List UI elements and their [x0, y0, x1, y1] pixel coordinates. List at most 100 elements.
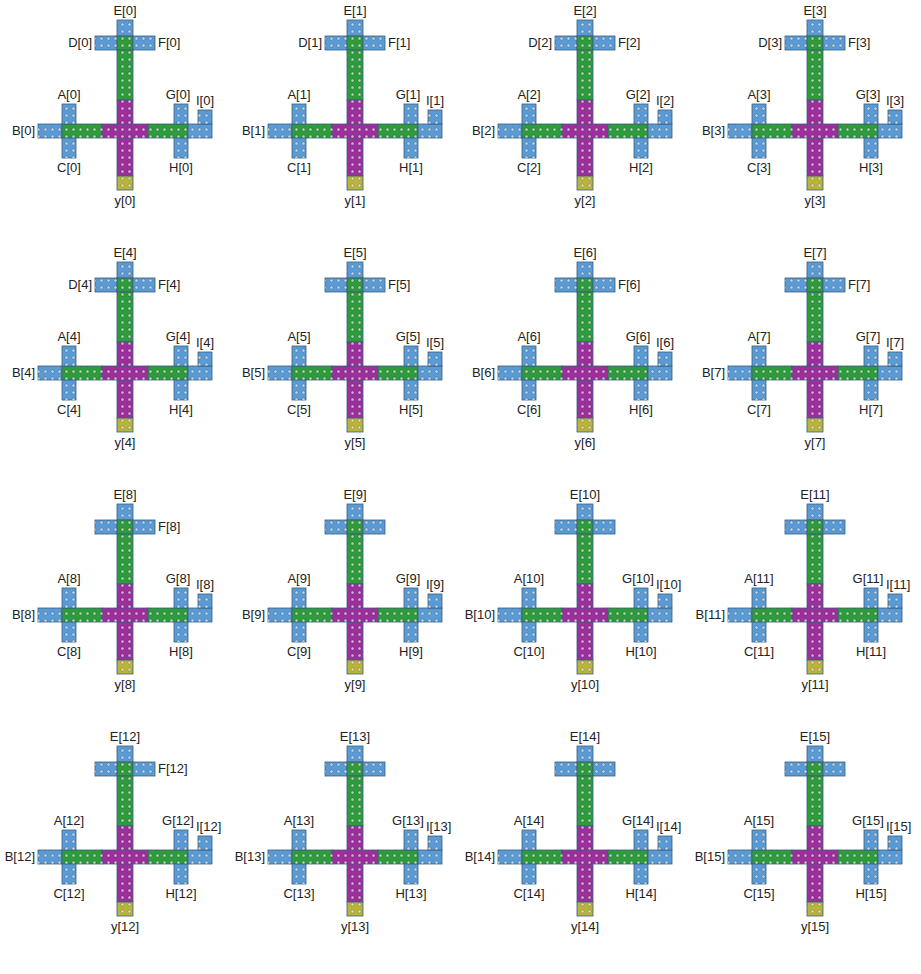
signal-label: y[13] [341, 920, 369, 934]
signal-label: F[12] [158, 762, 188, 776]
brick [292, 622, 306, 642]
brick-studs [95, 762, 117, 776]
signal-label: y[2] [575, 194, 596, 208]
brick [752, 850, 792, 864]
signal-label: A[12] [54, 814, 84, 828]
brick [62, 138, 76, 158]
brick-studs [292, 588, 306, 608]
brick [332, 608, 378, 622]
brick-studs [117, 584, 133, 608]
brick [117, 864, 133, 902]
signal-label: I[8] [196, 578, 214, 592]
brick-studs [378, 850, 418, 864]
brick [593, 762, 615, 776]
block-cross [38, 746, 212, 916]
brick-studs [347, 278, 363, 292]
brick [888, 836, 902, 850]
brick-studs [785, 278, 807, 292]
signal-label: A[3] [747, 88, 770, 102]
brick-studs [148, 366, 188, 380]
brick [133, 520, 155, 534]
brick-studs [577, 746, 593, 762]
brick [785, 36, 807, 50]
brick-studs [634, 138, 648, 158]
brick-studs [752, 622, 766, 642]
brick-studs [133, 520, 155, 534]
brick-studs [807, 864, 823, 902]
brick-studs [332, 608, 378, 622]
brick [577, 504, 593, 520]
signal-label: C[12] [53, 887, 84, 901]
signal-label: G[0] [166, 88, 191, 102]
brick-studs [792, 608, 838, 622]
brick [807, 342, 823, 366]
brick [198, 594, 212, 608]
brick-studs [888, 110, 902, 124]
brick [807, 176, 823, 190]
brick [634, 830, 648, 850]
signal-label: H[14] [625, 887, 656, 901]
brick [577, 418, 593, 432]
brick-studs [347, 100, 363, 124]
signal-label: B[3] [702, 124, 725, 138]
brick-studs [498, 608, 522, 622]
signal-label: y[12] [111, 920, 139, 934]
brick [792, 366, 838, 380]
brick [292, 366, 332, 380]
brick-studs [878, 608, 902, 622]
brick-studs [752, 346, 766, 366]
brick [188, 850, 212, 864]
brick-studs [577, 504, 593, 520]
brick [593, 520, 615, 534]
brick-studs [522, 104, 536, 124]
brick-studs [174, 830, 188, 850]
brick-studs [347, 776, 363, 826]
brick [634, 138, 648, 158]
signal-label: B[12] [5, 850, 35, 864]
brick-studs [404, 864, 418, 884]
signal-label: A[5] [287, 330, 310, 344]
brick [658, 110, 672, 124]
brick-studs [555, 762, 577, 776]
brick-studs [38, 124, 62, 138]
signal-label: G[6] [626, 330, 651, 344]
signal-label: B[6] [472, 366, 495, 380]
block-cross [498, 504, 672, 674]
signal-label: I[3] [886, 94, 904, 108]
brick [792, 850, 838, 864]
brick [404, 346, 418, 366]
signal-label: E[12] [110, 730, 140, 744]
brick [823, 278, 845, 292]
brick-studs [292, 380, 306, 400]
brick-studs [174, 346, 188, 366]
brick [577, 278, 593, 292]
brick-studs [347, 504, 363, 520]
brick [785, 520, 807, 534]
brick [807, 504, 823, 520]
brick-studs [648, 850, 672, 864]
brick [292, 850, 332, 864]
signal-label: B[2] [472, 124, 495, 138]
signal-label: D[3] [758, 36, 782, 50]
brick-studs [363, 36, 385, 50]
brick [62, 608, 102, 622]
brick [347, 776, 363, 826]
brick [807, 622, 823, 660]
brick [95, 520, 117, 534]
signal-label: I[11] [886, 578, 910, 592]
signal-label: G[4] [166, 330, 191, 344]
brick-studs [62, 104, 76, 124]
signal-label: E[13] [340, 730, 370, 744]
brick-studs [838, 124, 878, 138]
brick-studs [593, 520, 615, 534]
brick [347, 902, 363, 916]
signal-label: H[10] [625, 645, 656, 659]
brick [577, 864, 593, 902]
brick [325, 278, 347, 292]
signal-label: C[9] [287, 645, 311, 659]
brick-studs [347, 176, 363, 190]
brick-studs [117, 262, 133, 278]
brick [792, 124, 838, 138]
brick [562, 124, 608, 138]
brick-studs [522, 608, 562, 622]
